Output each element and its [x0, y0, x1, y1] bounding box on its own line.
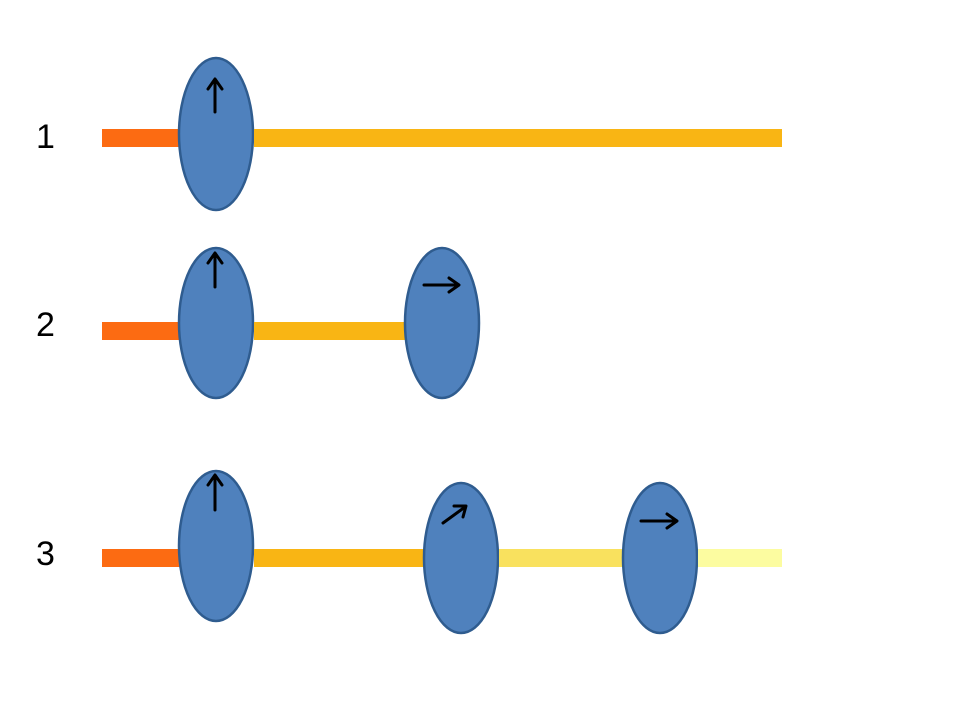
polarizer-vertical — [177, 469, 255, 623]
row-label-3: 3 — [36, 535, 55, 573]
polarizer-diagonal — [422, 481, 500, 635]
beam-polarized — [254, 129, 782, 147]
beam-polarized-horizontal — [698, 549, 782, 567]
arrow-up-icon — [206, 473, 224, 512]
row-label-2: 2 — [36, 306, 55, 344]
polarizer-horizontal — [621, 481, 699, 635]
polarizer-vertical — [177, 56, 255, 212]
beam-polarized-diagonal — [499, 549, 660, 567]
polarizer-vertical — [177, 246, 255, 400]
arrow-up-icon — [206, 251, 224, 289]
arrow-right-icon — [639, 512, 679, 530]
polarizer-horizontal — [403, 246, 481, 400]
row-3: 3 — [36, 469, 782, 635]
arrow-diagonal-icon — [441, 504, 468, 525]
arrow-up-icon — [206, 77, 224, 114]
row-label-1: 1 — [36, 118, 55, 156]
arrow-right-icon — [422, 276, 461, 294]
row-2: 2 — [36, 246, 481, 400]
beam-polarized — [254, 322, 442, 340]
beam-polarized-vertical — [254, 549, 442, 567]
row-1: 1 — [36, 56, 782, 212]
